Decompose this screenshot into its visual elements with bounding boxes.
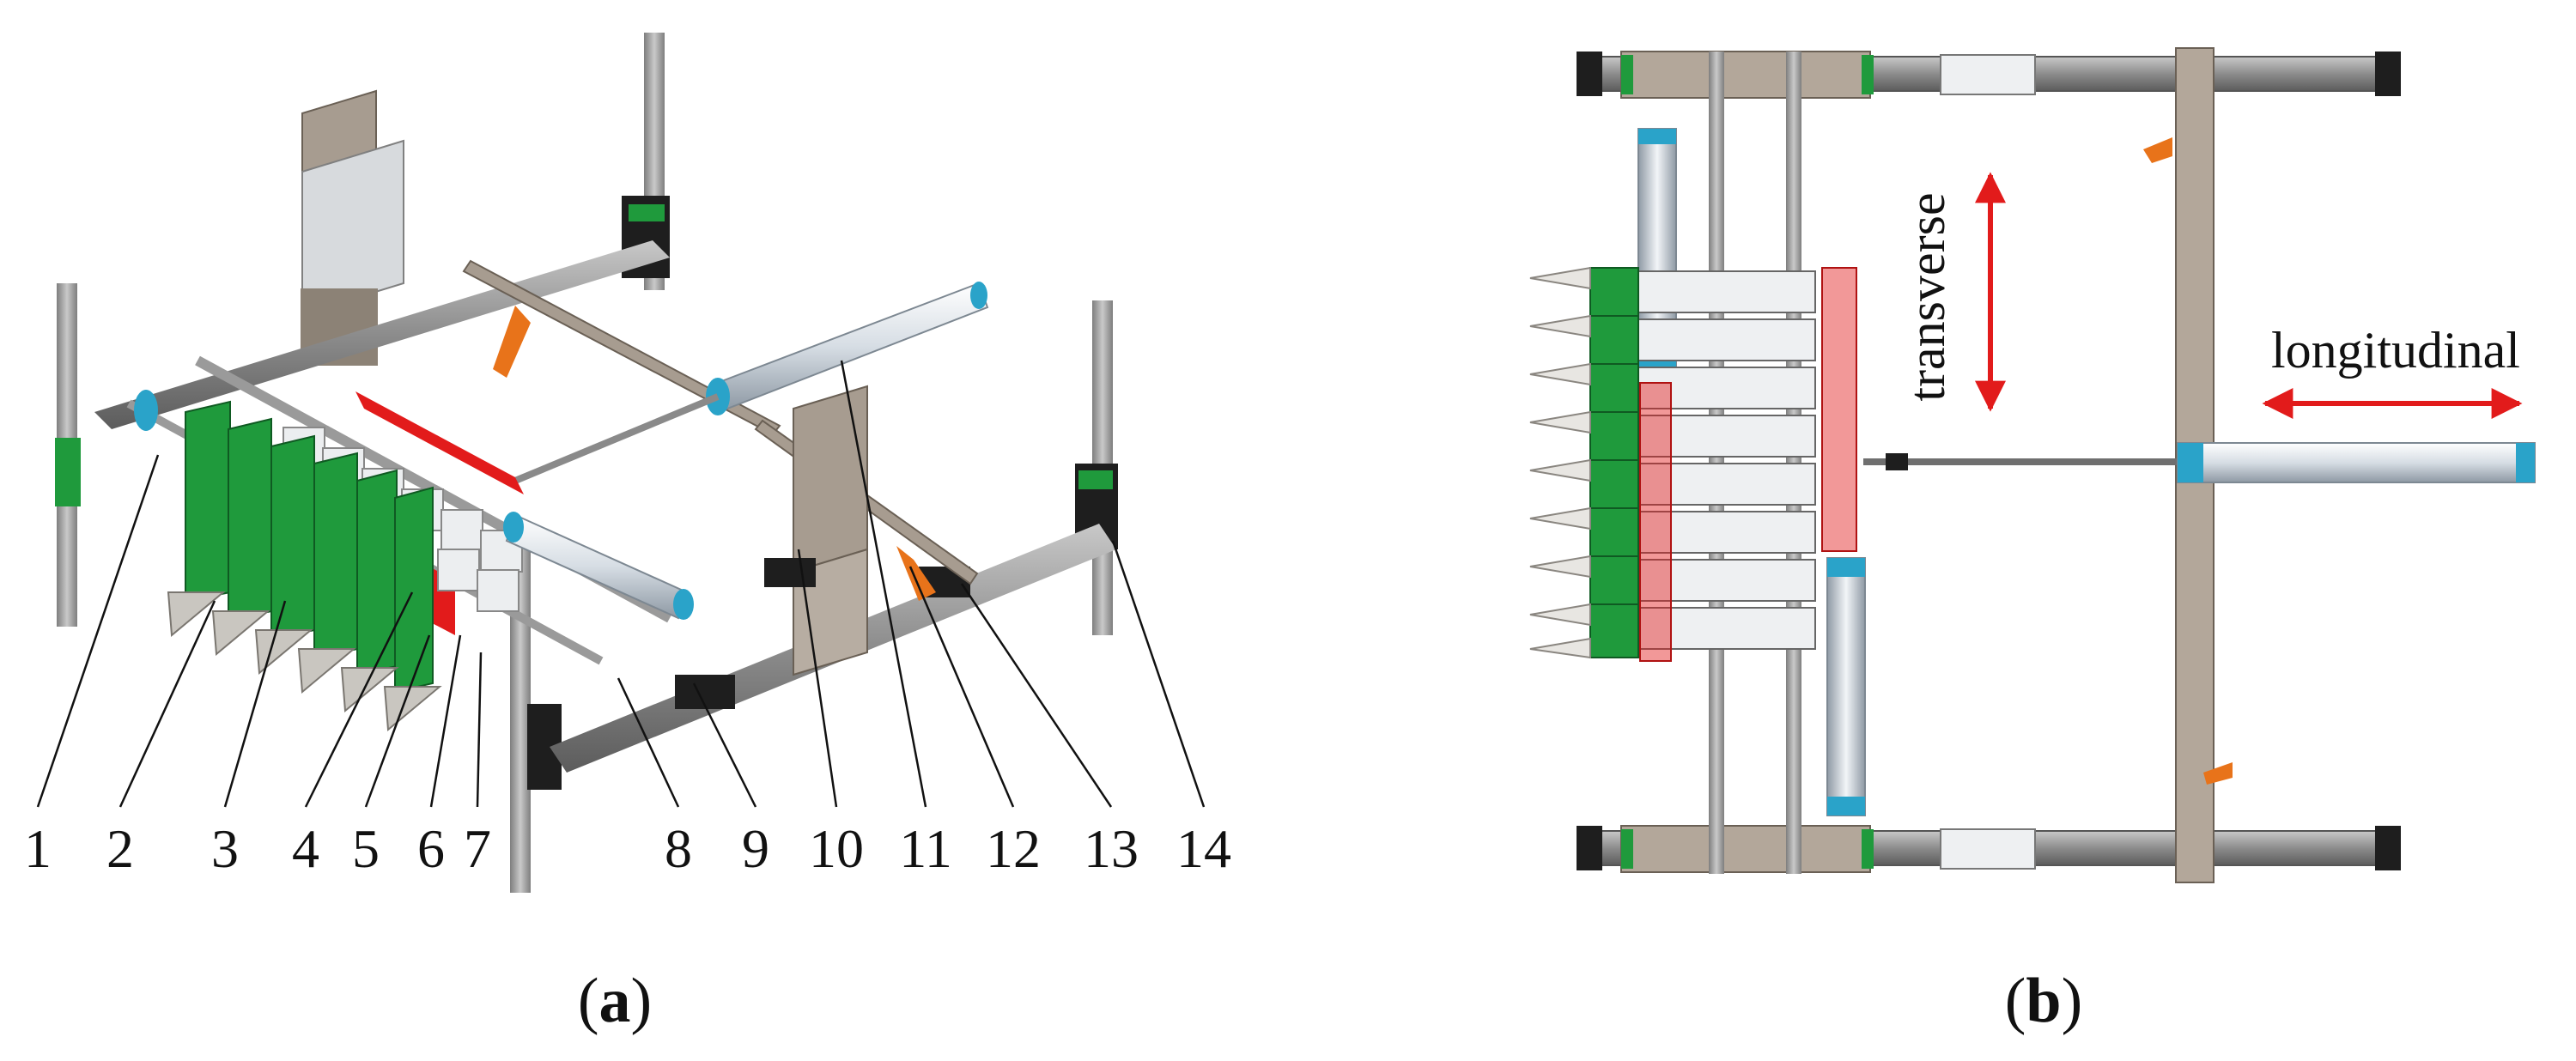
bottom-rail-endcap-left (1577, 826, 1602, 870)
bottom-orange-tab (2203, 762, 2233, 785)
rear-post-green (629, 204, 665, 221)
left-cylinder-cap (134, 390, 158, 431)
panel-a-machine (55, 33, 1118, 893)
callout-6: 6 (417, 818, 445, 879)
caption-a: (a) (578, 966, 652, 1036)
longitudinal-cylinder-end (2516, 443, 2535, 482)
caption-b-letter: b (2026, 966, 2061, 1036)
top-slider (1940, 54, 2036, 95)
rear-orange-lever (493, 306, 531, 378)
svg-text:(a): (a) (578, 966, 652, 1036)
cross-beam (462, 259, 781, 436)
green-fingers (1589, 267, 1639, 658)
lower-cylinder-cap-top (1827, 558, 1865, 577)
lower-cylinder-cap-bottom (1827, 797, 1865, 815)
callout-1: 1 (24, 818, 52, 879)
green-plates (185, 400, 434, 694)
callout-3: 3 (211, 818, 239, 879)
caption-b-open: ( (2005, 966, 2026, 1036)
long-rod (513, 393, 720, 484)
front-orange-lever (896, 546, 936, 601)
bottom-carriage-green-r (1862, 829, 1874, 869)
rod-coupler (1886, 453, 1908, 470)
top-carriage-green-r (1862, 55, 1874, 94)
bottom-rail-endcap-right (2375, 826, 2401, 870)
top-rail-endcap-right (2375, 52, 2401, 96)
red-frame-right (1821, 267, 1857, 552)
bottom-carriage-green-l (1621, 829, 1633, 869)
caption-b: (b) (2005, 966, 2082, 1036)
callout-10: 10 (809, 818, 864, 879)
caption-b-close: ) (2062, 966, 2083, 1036)
comb-teeth (167, 591, 442, 732)
front-cylinder-cap (503, 512, 524, 543)
mount-plate (793, 385, 868, 573)
longitudinal-cylinder (2177, 442, 2536, 483)
callout-4: 4 (292, 818, 319, 879)
front-cylinder (505, 513, 689, 620)
longitudinal-cylinder-cap (2178, 443, 2203, 482)
left-post-block (55, 438, 81, 506)
top-carriage-green-l (1621, 55, 1633, 94)
callout-8: 8 (665, 818, 692, 879)
longitudinal-label: longitudinal (2271, 322, 2520, 379)
callout-leaders (36, 360, 1206, 808)
callout-2: 2 (106, 818, 134, 879)
top-carriage (1620, 51, 1871, 99)
callout-5: 5 (352, 818, 380, 879)
upper-cylinder-cap-top (1638, 129, 1676, 144)
top-orange-tab (2143, 137, 2172, 163)
callout-14: 14 (1176, 818, 1231, 879)
callout-12: 12 (986, 818, 1041, 879)
red-frame-left (1639, 382, 1672, 662)
caption-a-close: ) (631, 966, 653, 1036)
front-cylinder-end (673, 589, 694, 620)
top-rail-endcap-left (1577, 52, 1602, 96)
caption-a-open: ( (578, 966, 599, 1036)
comb-teeth-topview (1529, 266, 1591, 659)
callout-9: 9 (742, 818, 769, 879)
callout-13: 13 (1084, 818, 1139, 879)
long-cylinder-cap (970, 282, 987, 309)
lower-cylinder (1826, 557, 1866, 816)
callout-7: 7 (464, 818, 491, 879)
callout-11: 11 (899, 818, 952, 879)
caption-a-letter: a (599, 966, 631, 1036)
svg-text:(b): (b) (2005, 966, 2082, 1036)
transverse-label: transverse (1899, 192, 1955, 401)
bottom-slider (1940, 828, 2036, 870)
red-frame (355, 391, 524, 494)
callout-numbers: 1 2 3 4 5 6 7 8 9 10 11 12 13 14 (24, 818, 1231, 879)
lift-cylinder-block (301, 139, 404, 316)
right-post-green (1078, 470, 1113, 489)
panel-b-topview (1529, 47, 2536, 883)
mount-plate-block (764, 558, 816, 587)
bottom-carriage (1620, 825, 1871, 873)
